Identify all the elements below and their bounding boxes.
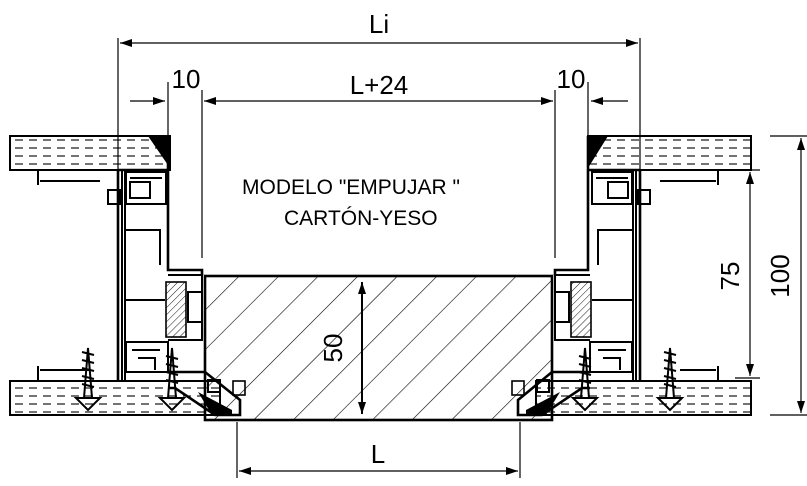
dimension-left-gap: 10: [130, 64, 200, 135]
screw-left-1: [73, 347, 103, 412]
label-panel-width: L: [371, 439, 385, 469]
dimension-right-gap: 10: [557, 64, 628, 135]
model-name: MODELO "EMPUJAR ": [242, 176, 460, 199]
stud-ticks: [37, 170, 719, 381]
screw-right-2: [655, 347, 685, 412]
screw-left-2: [157, 347, 187, 412]
label-frame-height: 75: [715, 262, 745, 291]
screw-right-1: [570, 347, 600, 412]
label-opening: L+24: [350, 70, 409, 100]
door-panel: 50: [203, 274, 554, 422]
label-left-gap: 10: [172, 64, 201, 94]
label-total-height: 100: [765, 254, 795, 297]
dimension-frame-height: 75: [715, 169, 760, 379]
label-li: Li: [369, 9, 389, 39]
label-panel-thickness: 50: [318, 334, 348, 363]
dimension-opening: L+24: [201, 70, 556, 258]
model-material: CARTÓN-YESO: [284, 207, 438, 230]
dimension-total-height: 100: [765, 135, 807, 416]
dimension-panel-width: L: [236, 422, 521, 478]
gypsum-board-top-left: [9, 135, 171, 171]
gypsum-board-top-right: [587, 135, 752, 171]
label-right-gap: 10: [557, 64, 586, 94]
